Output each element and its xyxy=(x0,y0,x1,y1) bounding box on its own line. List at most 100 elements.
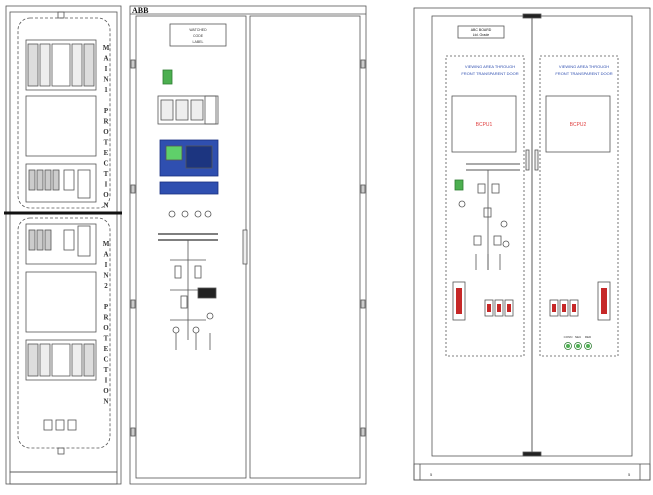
sld-green-indicator xyxy=(454,179,464,191)
vertical-letter: M xyxy=(103,44,110,52)
main2-relay-rack xyxy=(25,339,97,381)
right-panel xyxy=(413,7,651,481)
vertical-letter: O xyxy=(103,324,109,332)
hinge-left-2 xyxy=(130,184,136,194)
right-handle-right xyxy=(534,149,539,171)
main2-module-5 xyxy=(83,343,95,377)
hinge-right-1 xyxy=(360,59,366,69)
right-vertical-meter xyxy=(597,281,611,321)
main2-terminal-block xyxy=(25,223,97,265)
indicator-lamp-conn xyxy=(564,342,572,350)
meter-3 xyxy=(190,99,204,121)
mimic-earth-2 xyxy=(192,326,200,334)
switch-3 xyxy=(194,210,202,218)
main1-mcb-1 xyxy=(28,169,36,191)
left-test-block-a xyxy=(484,299,494,317)
main2-module-2 xyxy=(39,343,51,377)
middle-nameplate xyxy=(169,23,227,47)
vertical-letter: N xyxy=(103,202,108,210)
bcpu2-label: BCPU2 xyxy=(570,122,587,128)
sld-breaker-4 xyxy=(473,235,482,246)
main2-aux-device xyxy=(77,225,91,257)
middle-panel xyxy=(129,5,367,485)
vertical-letter: C xyxy=(103,356,108,364)
mimic-breaker-2 xyxy=(194,265,202,279)
main2-mcb-1 xyxy=(28,229,36,251)
middle-panel-left-door xyxy=(135,15,247,479)
test-block-fills xyxy=(456,288,607,314)
main2-mcb-3 xyxy=(44,229,52,251)
indicator-label-red: RED xyxy=(585,335,592,339)
hinge-left-1 xyxy=(130,59,136,69)
test-fill-5 xyxy=(562,304,566,312)
middle-nameplate-line-2: CODE xyxy=(193,34,204,38)
viewing-zone-left xyxy=(445,55,525,357)
footer-left-mark: 5 xyxy=(430,472,433,477)
vertical-letter: I xyxy=(105,181,108,189)
main1-main-relay xyxy=(25,95,97,157)
sld-earth-switch-3 xyxy=(502,240,510,248)
lamp-fill-conn xyxy=(566,344,570,348)
main1-dashed-zone xyxy=(17,17,111,209)
right-panel-left-door xyxy=(431,15,533,457)
test-fill-4 xyxy=(552,304,556,312)
left-top-lift-eye xyxy=(57,11,65,19)
hinge-right-4 xyxy=(360,427,366,437)
indicator-label-conn: CONN xyxy=(564,335,573,339)
test-fill-6 xyxy=(572,304,576,312)
vertical-letter: E xyxy=(104,345,109,353)
main2-mcb-2 xyxy=(36,229,44,251)
sld-breaker-3 xyxy=(483,207,492,218)
main1-relay-rack xyxy=(25,39,97,91)
main1-module-3 xyxy=(51,43,71,87)
mimic-display xyxy=(197,287,217,299)
main2-main-relay xyxy=(25,271,97,333)
meter-2 xyxy=(175,99,189,121)
vertical-letter: T xyxy=(104,170,109,178)
hinge-right-2 xyxy=(360,184,366,194)
main1-module-1 xyxy=(27,43,39,87)
main1-mcb-2 xyxy=(36,169,44,191)
relay-bottom-strip xyxy=(159,181,219,195)
vertical-letter: C xyxy=(103,160,108,168)
mimic-earth-1 xyxy=(172,326,180,334)
main1-module-5 xyxy=(83,43,95,87)
left-panel-base xyxy=(9,471,118,485)
test-fill-1 xyxy=(487,304,491,312)
hinge-left-4 xyxy=(130,427,136,437)
main1-terminal-block xyxy=(25,163,97,203)
relay-keypad xyxy=(185,145,213,169)
right-panel-right-door xyxy=(531,15,633,457)
main1-module-4 xyxy=(71,43,83,87)
sld-breaker-1 xyxy=(477,183,486,194)
main2-module-4 xyxy=(71,343,83,377)
abb-logo: ABB xyxy=(132,6,149,15)
middle-nameplate-line-1: WATCHED xyxy=(189,28,207,32)
lamp-fill-red xyxy=(586,344,590,348)
right-test-block-c xyxy=(569,299,579,317)
right-handle-left xyxy=(525,149,530,171)
indicator-lamp-neu xyxy=(574,342,582,350)
switch-2 xyxy=(181,210,189,218)
middle-door-handle xyxy=(242,229,248,265)
test-fill-3 xyxy=(507,304,511,312)
vertical-letter: I xyxy=(105,377,108,385)
vertical-letter: N xyxy=(103,398,108,406)
relay-display-screen xyxy=(165,145,183,161)
meter-panel xyxy=(157,95,219,125)
lamp-fill-neu xyxy=(576,344,580,348)
viewing-area-left-line-1: VIEWING AREA THROUGH xyxy=(465,64,515,69)
bcpu1-relay xyxy=(451,95,517,153)
vertical-letter: T xyxy=(104,139,109,147)
switch-4 xyxy=(204,210,212,218)
indicator-lamp-red xyxy=(584,342,592,350)
vertical-letter: R xyxy=(103,314,109,322)
left-test-block-c xyxy=(504,299,514,317)
vertical-letter: A xyxy=(103,55,108,63)
right-test-block-b xyxy=(559,299,569,317)
main1-module-2 xyxy=(39,43,51,87)
right-top-lock xyxy=(522,13,542,19)
right-bottom-lock xyxy=(522,451,542,457)
vertical-letter: R xyxy=(103,118,109,126)
